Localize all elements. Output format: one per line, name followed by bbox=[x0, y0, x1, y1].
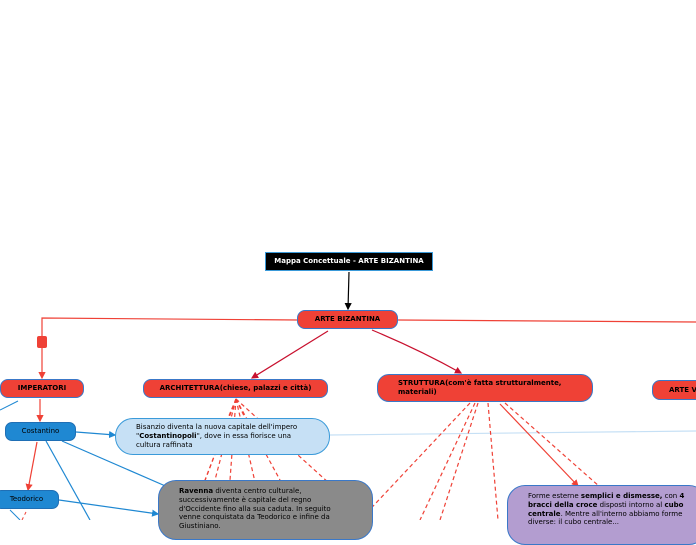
struttura-forme-connector bbox=[499, 403, 579, 487]
bisanzio-text-2: ", dove in essa fiorisce una cultura raf… bbox=[136, 432, 292, 449]
root-imperatori-connector bbox=[38, 317, 299, 380]
teodorico-node[interactable]: Teodorico bbox=[0, 490, 59, 509]
teodorico-red-connector bbox=[21, 511, 27, 520]
bisanzio-right-connector bbox=[329, 430, 696, 436]
bisanzio-note[interactable]: Bisanzio diventa la nuova capitale dell'… bbox=[115, 418, 330, 455]
imperatori-node[interactable]: IMPERATORI bbox=[0, 379, 84, 398]
root-struttura-connector bbox=[371, 329, 463, 374]
map-title[interactable]: Mappa Concettuale - ARTE BIZANTINA bbox=[265, 252, 433, 271]
imperatori-node-text: IMPERATORI bbox=[17, 384, 67, 393]
costantino-ravenna-connector bbox=[61, 440, 171, 489]
bisanzio-note-text: Bisanzio diventa la nuova capitale dell'… bbox=[136, 423, 311, 449]
costantino-node-text: Costantino bbox=[21, 427, 60, 436]
teodorico-ravenna-connector bbox=[58, 499, 160, 517]
forme-text-bold-3: cubo centrale bbox=[528, 500, 684, 518]
struttura-node-text: STRUTTURA(com'è fatta strutturalmente, m… bbox=[398, 379, 562, 396]
ravenna-note[interactable]: Ravenna diventa centro culturale, succes… bbox=[158, 480, 373, 540]
teodorico-down-connector bbox=[9, 509, 21, 520]
costantino-teodorico-connector bbox=[25, 441, 38, 492]
bisanzio-text-1: Bisanzio diventa la nuova capitale dell'… bbox=[136, 423, 298, 441]
forme-text-3: disposti intorno al bbox=[597, 500, 665, 509]
collapse-marker-icon[interactable] bbox=[37, 336, 47, 348]
map-title-text: Mappa Concettuale - ARTE BIZANTINA bbox=[274, 257, 424, 266]
bisanzio-text-bold: Costantinopoli bbox=[139, 432, 197, 441]
forme-text-1: Forme esterne bbox=[528, 492, 581, 500]
struttura-node[interactable]: STRUTTURA(com'è fatta strutturalmente, m… bbox=[377, 374, 593, 402]
concept-map-connections bbox=[0, 271, 696, 520]
architettura-node-text: ARCHITETTURA(chiese, palazzi e città) bbox=[159, 384, 312, 393]
ravenna-text-bold: Ravenna bbox=[179, 487, 214, 495]
struttura-dashed-links bbox=[359, 402, 601, 520]
teodorico-node-text: Teodorico bbox=[9, 495, 44, 504]
root-architettura-connector bbox=[250, 330, 329, 379]
title-root-connector bbox=[344, 271, 352, 311]
costantino-down-connector bbox=[45, 440, 91, 520]
costantino-bisanzio-connector bbox=[75, 430, 117, 439]
forme-text-bold-2: 4 bracci della croce bbox=[528, 492, 685, 509]
ravenna-note-text: Ravenna diventa centro culturale, succes… bbox=[179, 487, 354, 531]
arte-v-node-text: ARTE V bbox=[669, 385, 696, 394]
costantino-node[interactable]: Costantino bbox=[5, 422, 76, 441]
root-node-text: ARTE BIZANTINA bbox=[314, 315, 381, 324]
arte-v-node[interactable]: ARTE V bbox=[652, 380, 696, 400]
root-node[interactable]: ARTE BIZANTINA bbox=[297, 310, 398, 329]
root-arte-v-connector bbox=[397, 319, 696, 323]
forme-text-2: con bbox=[662, 492, 680, 500]
forme-text-bold-1: semplici e dismesse, bbox=[580, 492, 663, 500]
forme-note[interactable]: Forme esterne semplici e dismesse, con 4… bbox=[507, 485, 696, 545]
imperatori-left-connector bbox=[0, 400, 19, 411]
architettura-node[interactable]: ARCHITETTURA(chiese, palazzi e città) bbox=[143, 379, 328, 398]
forme-note-text: Forme esterne semplici e dismesse, con 4… bbox=[528, 492, 696, 527]
